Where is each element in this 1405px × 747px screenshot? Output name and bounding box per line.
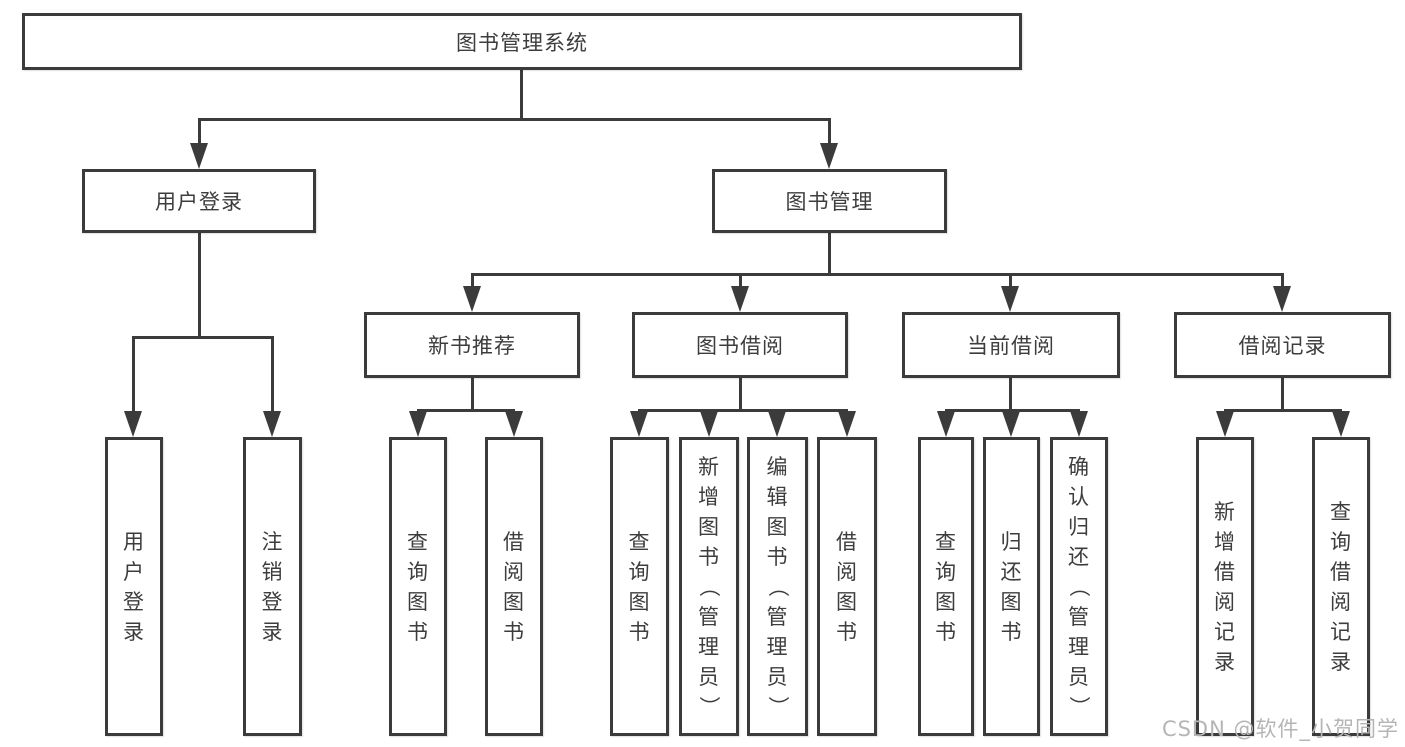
connector-bus — [1224, 409, 1342, 412]
leaf-label: 借阅图书 — [836, 529, 858, 644]
connector-stem — [1009, 273, 1012, 291]
node-borrowing-records: 借阅记录 — [1174, 312, 1391, 378]
arrowhead — [1001, 286, 1019, 312]
leaf-user-login: 用户登录 — [105, 437, 163, 736]
node-root: 图书管理系统 — [22, 13, 1022, 70]
leaf-confirm-return-admin: 确认归还（管理员） — [1050, 437, 1108, 736]
leaf-label: 新增借阅记录 — [1214, 499, 1236, 674]
leaf-label: 用户登录 — [123, 529, 145, 644]
leaf-logout: 注销登录 — [243, 437, 302, 736]
leaf-query-books: 查询图书 — [389, 437, 447, 736]
connector-stem — [471, 378, 474, 409]
connector-bus — [132, 336, 273, 339]
node-label: 借阅记录 — [1238, 334, 1327, 358]
leaf-label: 借阅图书 — [503, 529, 525, 644]
leaf-query-borrow-record: 查询借阅记录 — [1312, 437, 1370, 736]
csdn-watermark: CSDN @软件_小贺同学 — [1161, 717, 1399, 741]
leaf-label: 查询图书 — [407, 529, 429, 644]
connector-stem — [739, 378, 742, 409]
leaf-query-books: 查询图书 — [610, 437, 669, 736]
leaf-add-books-admin: 新增图书（管理员） — [679, 437, 739, 736]
connector-stem — [132, 336, 135, 415]
leaf-borrow-books: 借阅图书 — [485, 437, 543, 736]
leaf-label: 查询借阅记录 — [1330, 499, 1352, 674]
leaf-label: 查询图书 — [935, 529, 957, 644]
connector-bus — [417, 409, 515, 412]
arrowhead — [1002, 411, 1020, 437]
leaf-label: 查询图书 — [628, 529, 651, 644]
node-label: 当前借阅 — [967, 334, 1055, 358]
connector-level3-bus — [471, 273, 1284, 276]
node-root-label: 图书管理系统 — [456, 30, 588, 55]
connector-stem — [1281, 378, 1284, 409]
node-label: 图书借阅 — [696, 334, 784, 358]
node-book-borrowing: 图书借阅 — [632, 312, 848, 378]
arrowhead — [190, 143, 208, 169]
arrowhead — [409, 411, 427, 437]
connector-level2-bus — [198, 118, 830, 121]
node-new-book-recommend: 新书推荐 — [364, 312, 580, 378]
arrowhead — [505, 411, 523, 437]
arrowhead — [263, 411, 281, 437]
arrowhead — [1216, 411, 1234, 437]
connector-stem — [828, 118, 831, 152]
arrowhead — [463, 286, 481, 312]
node-label: 用户登录 — [155, 190, 243, 214]
leaf-label: 编辑图书（管理员） — [765, 454, 790, 718]
leaf-label: 新增图书（管理员） — [697, 454, 721, 718]
leaf-label: 确认归还（管理员） — [1067, 454, 1091, 718]
connector-stem — [828, 233, 831, 273]
arrowhead — [1070, 411, 1088, 437]
connector-stem — [1281, 273, 1284, 291]
connector-bus — [945, 409, 1080, 412]
arrowhead — [838, 411, 856, 437]
arrowhead — [1332, 411, 1350, 437]
leaf-add-borrow-record: 新增借阅记录 — [1196, 437, 1254, 736]
arrowhead — [731, 286, 749, 312]
connector-stem — [1009, 378, 1012, 409]
leaf-query-books: 查询图书 — [918, 437, 974, 736]
node-label: 图书管理 — [785, 190, 874, 214]
leaf-label: 归还图书 — [1000, 529, 1023, 644]
connector-bus — [638, 409, 848, 412]
connector-stem — [198, 233, 201, 336]
node-user-login: 用户登录 — [82, 169, 316, 233]
connector-stem — [471, 273, 474, 291]
leaf-borrow-books: 借阅图书 — [817, 437, 877, 736]
connector-stem — [271, 336, 274, 415]
connector-root-stem — [520, 69, 523, 118]
leaf-label: 注销登录 — [261, 529, 284, 644]
arrowhead — [1273, 286, 1291, 312]
arrowhead — [768, 411, 786, 437]
arrowhead — [124, 411, 142, 437]
arrowhead — [700, 411, 718, 437]
connector-stem — [739, 273, 742, 291]
arrowhead — [937, 411, 955, 437]
node-current-borrowing: 当前借阅 — [902, 312, 1120, 378]
leaf-edit-books-admin: 编辑图书（管理员） — [747, 437, 808, 736]
arrowhead — [630, 411, 648, 437]
arrowhead — [820, 143, 838, 169]
node-book-management: 图书管理 — [712, 169, 947, 233]
leaf-return-books: 归还图书 — [983, 437, 1040, 736]
node-label: 新书推荐 — [428, 334, 516, 358]
connector-stem — [198, 118, 201, 152]
